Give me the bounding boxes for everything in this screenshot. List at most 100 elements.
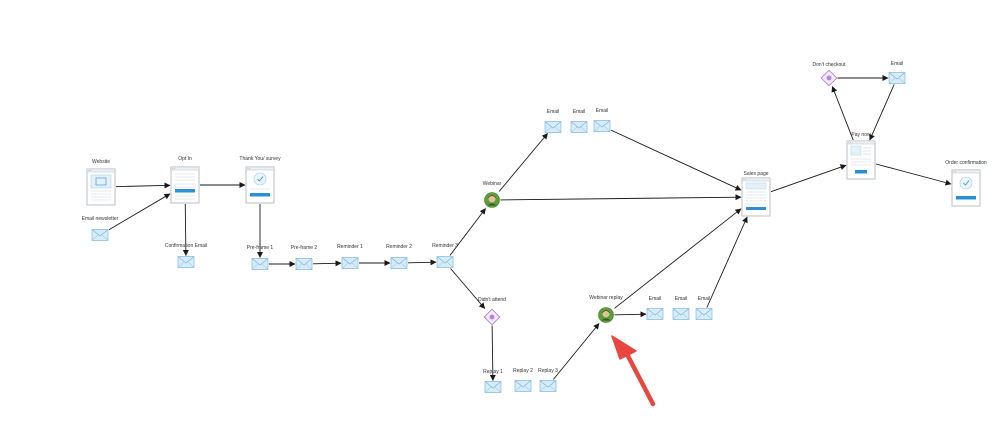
survey-page-icon [245, 166, 275, 204]
label-pay-now: Pay now [851, 132, 871, 138]
node-thank-you-survey[interactable] [245, 166, 275, 204]
email-icon [436, 256, 454, 268]
node-checkout-email[interactable] [888, 72, 906, 84]
edge-reminder_3-to-didnt_attend[interactable] [450, 268, 486, 309]
node-replay-1[interactable] [484, 381, 502, 393]
node-webinar-email-1[interactable] [544, 121, 562, 133]
edge-webinar_replay-to-replay_email_1[interactable] [614, 311, 647, 318]
edge-pay_now-to-dont_checkout[interactable] [831, 86, 854, 141]
node-reminder-3[interactable] [436, 256, 454, 268]
node-reminder-1[interactable] [341, 257, 359, 269]
label-replay-3: Replay 3 [538, 368, 558, 374]
node-dont-checkout[interactable] [820, 69, 838, 87]
label-pre-frame-1: Pre-frame 1 [246, 245, 274, 251]
edge-pay_now-to-order_confirmation[interactable] [875, 163, 952, 186]
webinar-icon [484, 192, 500, 208]
node-didnt-attend[interactable] [483, 308, 501, 326]
webinar-icon [598, 307, 614, 323]
edge-webinar-to-sales_page[interactable] [500, 194, 742, 201]
label-reminder-2: Reminder 2 [386, 244, 412, 250]
email-icon [539, 380, 557, 392]
label-sales-page: Sales page [743, 171, 769, 177]
edge-website-to-opt_in[interactable] [115, 182, 171, 189]
edge-didnt_attend-to-replay_1[interactable] [489, 325, 496, 381]
node-sales-page[interactable] [741, 177, 771, 217]
confirmation-page-icon [951, 169, 981, 207]
label-webinar: Webinar [482, 181, 502, 187]
edge-reminder_3-to-webinar[interactable] [449, 208, 486, 256]
node-webinar-email-2[interactable] [570, 121, 588, 133]
sales-page-icon [741, 177, 771, 217]
email-icon [672, 308, 690, 320]
email-icon [593, 120, 611, 132]
label-pre-frame-2: Pre-frame 2 [290, 245, 318, 251]
label-replay-email-1: Email [648, 296, 662, 302]
label-didnt-attend: Didn't attend [478, 297, 506, 303]
label-replay-1: Replay 1 [483, 369, 503, 375]
edges-layer [108, 75, 952, 381]
label-dont-checkout: Don't checkout [812, 62, 846, 68]
email-icon [484, 381, 502, 393]
decision-icon [820, 69, 838, 87]
edge-checkout_email-to-pay_now[interactable] [869, 84, 895, 141]
callout-layer [611, 335, 656, 407]
node-confirmation-email[interactable] [177, 256, 195, 268]
node-pre-frame-1[interactable] [251, 258, 269, 270]
node-pre-frame-2[interactable] [295, 258, 313, 270]
label-email-newsletter: Email newsletter [81, 216, 119, 222]
label-order-confirmation: Order confirmation [945, 160, 987, 166]
order-page-icon [846, 140, 876, 180]
node-email-newsletter[interactable] [91, 229, 109, 241]
label-reminder-3: Reminder 3 [432, 243, 458, 249]
edge-reminder_2-to-reminder_3[interactable] [407, 259, 437, 266]
edge-pre_frame_2-to-reminder_1[interactable] [312, 260, 342, 267]
node-website[interactable] [86, 168, 116, 206]
email-icon [91, 229, 109, 241]
email-icon [177, 256, 195, 268]
edge-webinar-to-webinar_email_1[interactable] [498, 133, 548, 192]
node-webinar-email-3[interactable] [593, 120, 611, 132]
edge-replay_3-to-webinar_replay[interactable] [552, 323, 600, 380]
node-replay-email-3[interactable] [695, 308, 713, 320]
email-icon [695, 308, 713, 320]
edge-webinar_email_3-to-sales_page[interactable] [610, 129, 742, 191]
label-webinar-email-1: Email [546, 109, 560, 115]
node-replay-email-2[interactable] [672, 308, 690, 320]
node-replay-3[interactable] [539, 380, 557, 392]
label-webinar-replay: Webinar replay [589, 295, 623, 301]
node-order-confirmation[interactable] [951, 169, 981, 207]
landing-page-icon [86, 168, 116, 206]
email-icon [390, 257, 408, 269]
email-icon [514, 380, 532, 392]
email-icon [544, 121, 562, 133]
edge-sales_page-to-pay_now[interactable] [770, 164, 847, 193]
node-reminder-2[interactable] [390, 257, 408, 269]
node-replay-2[interactable] [514, 380, 532, 392]
edge-email_newsletter-to-opt_in[interactable] [108, 193, 171, 231]
label-thank-you-survey: Thank You/ survey [239, 156, 281, 162]
email-icon [341, 257, 359, 269]
label-confirmation-email: Confirmation Email [164, 243, 208, 249]
email-icon [570, 121, 588, 133]
label-replay-email-2: Email [674, 296, 688, 302]
label-checkout-email: Email [890, 61, 904, 67]
edge-webinar_replay-to-sales_page[interactable] [614, 208, 742, 309]
node-pay-now[interactable] [846, 140, 876, 180]
red-arrow-icon [611, 335, 656, 407]
email-icon [251, 258, 269, 270]
label-replay-2: Replay 2 [513, 368, 533, 374]
edge-opt_in-to-confirmation_email[interactable] [182, 203, 189, 256]
email-icon [646, 308, 664, 320]
node-webinar[interactable] [484, 192, 500, 208]
edge-replay_email_3-to-sales_page[interactable] [706, 216, 748, 308]
email-icon [888, 72, 906, 84]
label-webinar-email-2: Email [572, 109, 586, 115]
label-webinar-email-3: Email [595, 108, 609, 114]
email-icon [295, 258, 313, 270]
node-replay-email-1[interactable] [646, 308, 664, 320]
node-opt-in[interactable] [170, 166, 200, 204]
label-replay-email-3: Email [697, 296, 711, 302]
node-webinar-replay[interactable] [598, 307, 614, 323]
label-website: Website [92, 159, 110, 165]
